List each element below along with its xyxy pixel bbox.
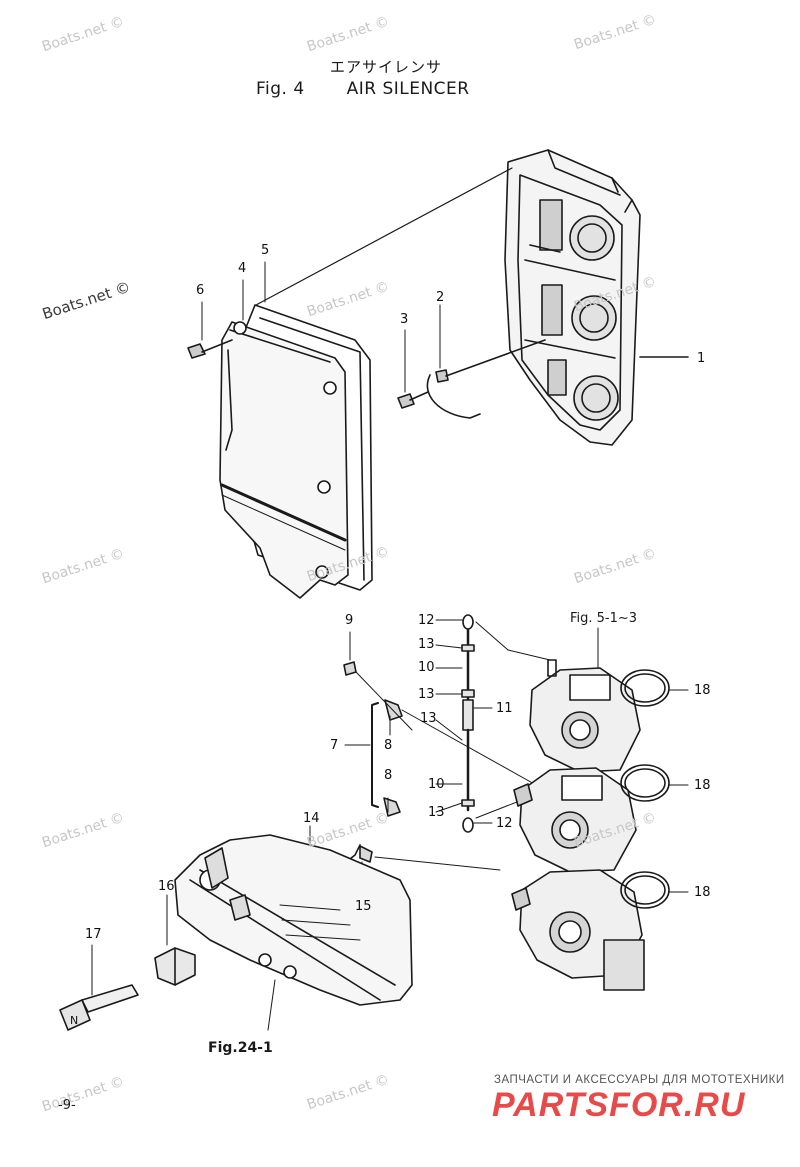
silencer-cover-part (219, 304, 373, 599)
carburetor-figure-reference: Fig. 5-1~3 (570, 611, 638, 626)
callout-11: 11 (496, 701, 513, 716)
callout-18-a: 18 (694, 683, 711, 698)
callout-18-c: 18 (694, 885, 711, 900)
callout-7: 7 (330, 738, 339, 753)
guide-line (255, 167, 513, 306)
callout-2: 2 (436, 290, 445, 305)
callout-13-b: 13 (418, 687, 435, 702)
callout-18-b: 18 (694, 778, 711, 793)
callout-1: 1 (697, 351, 706, 366)
silencer-case-part (504, 149, 689, 446)
callout-15: 15 (355, 899, 372, 914)
figure-title: Fig. 4 AIR SILENCER (256, 79, 470, 99)
shop-logo: PARTSFOR.RU (492, 1086, 746, 1124)
figure-name: AIR SILENCER (346, 79, 470, 99)
screw-part-6 (187, 301, 233, 359)
carburetor-middle (513, 767, 637, 873)
linkage-leader-lines (435, 619, 493, 824)
callout-13-a: 13 (418, 637, 435, 652)
callout-10-lower: 10 (428, 777, 445, 792)
callout-6: 6 (196, 283, 205, 298)
callout-9: 9 (345, 613, 354, 628)
page-number: -9- (58, 1098, 76, 1113)
linkage-rod-assembly (461, 614, 551, 833)
tool-part-17: N (59, 944, 139, 1031)
callout-4: 4 (238, 261, 247, 276)
callout-14: 14 (303, 811, 320, 826)
carburetor-top (529, 659, 641, 773)
svg-text:N: N (70, 1014, 78, 1027)
spacer-part-16 (154, 894, 196, 986)
callout-3: 3 (400, 312, 409, 327)
bracket-part (174, 834, 413, 1031)
title-japanese: エアサイレンサ (330, 58, 443, 76)
callout-12-lower: 12 (496, 816, 513, 831)
callout-13-d: 13 (428, 805, 445, 820)
bolt-part-3 (397, 329, 429, 409)
hose-clip-part-2 (426, 304, 546, 419)
gasket-parts-18 (620, 669, 689, 909)
lever-assembly (343, 631, 546, 817)
callout-17: 17 (85, 927, 102, 942)
bracket-figure-reference: Fig.24-1 (208, 1040, 273, 1056)
callout-10-upper: 10 (418, 660, 435, 675)
callout-16: 16 (158, 879, 175, 894)
callout-5: 5 (261, 243, 270, 258)
carburetor-bottom (511, 869, 645, 991)
callout-12-upper: 12 (418, 613, 435, 628)
shop-tagline: ЗАПЧАСТИ И АКСЕССУАРЫ ДЛЯ МОТОТЕХНИКИ (494, 1074, 785, 1086)
callout-8-lower: 8 (384, 768, 393, 783)
callout-8-upper: 8 (384, 738, 393, 753)
callout-13-c: 13 (420, 711, 437, 726)
figure-number: Fig. 4 (256, 79, 305, 99)
carburetor-stack (511, 659, 645, 991)
